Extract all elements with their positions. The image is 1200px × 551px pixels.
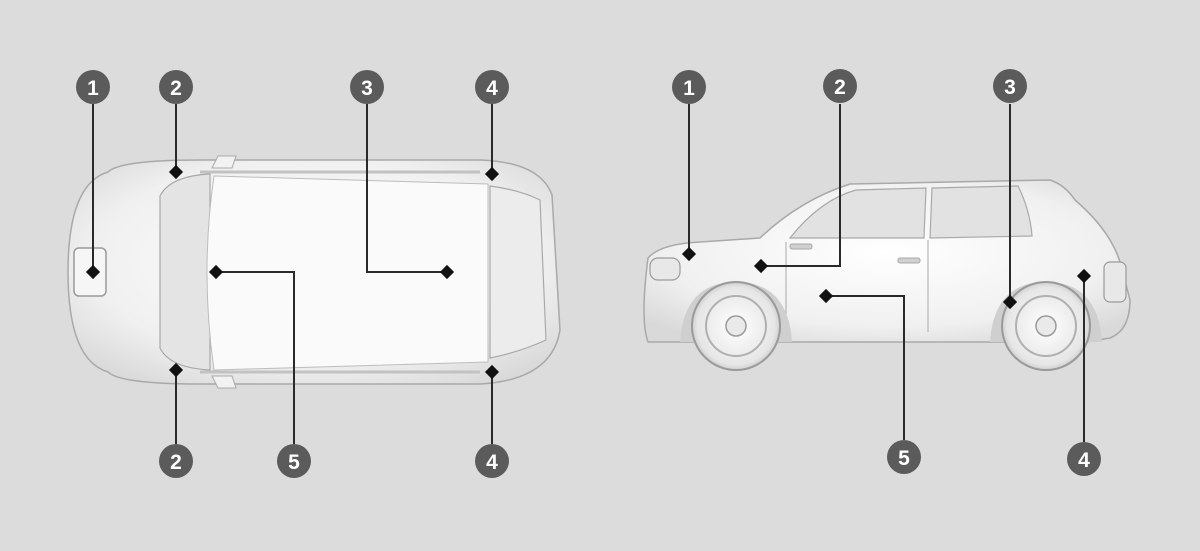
- svg-text:4: 4: [1078, 449, 1090, 472]
- callout-side-2: 2: [823, 69, 857, 103]
- callout-top-3: 3: [350, 70, 384, 104]
- top-windshield: [159, 173, 211, 371]
- side-door-handle-rear: [897, 257, 921, 264]
- svg-text:4: 4: [486, 77, 498, 100]
- car-top-view: [67, 155, 561, 389]
- svg-text:2: 2: [834, 76, 846, 99]
- svg-text:5: 5: [898, 447, 910, 470]
- svg-text:3: 3: [361, 77, 373, 100]
- leader-lines: [92, 104, 1085, 444]
- callout-top-2-upper: 2: [159, 70, 193, 104]
- callout-top-2-lower: 2: [159, 444, 193, 478]
- svg-text:2: 2: [170, 451, 182, 474]
- side-headlight: [649, 257, 681, 281]
- callout-side-3: 3: [993, 69, 1027, 103]
- leader-side-2: [761, 104, 841, 267]
- callout-badges: 1 2 3 4 2 5 4 1: [76, 69, 1101, 478]
- marker-top-3: [439, 264, 455, 280]
- marker-top-4-upper: [484, 166, 500, 182]
- side-rear-lamp: [1103, 261, 1127, 303]
- svg-text:3: 3: [1004, 76, 1016, 99]
- marker-side-3: [1002, 294, 1018, 310]
- side-window-front: [788, 187, 927, 239]
- callout-side-1: 1: [672, 70, 706, 104]
- top-roof: [206, 175, 489, 371]
- marker-side-4: [1076, 268, 1092, 284]
- callout-top-1: 1: [76, 70, 110, 104]
- callout-top-4-lower: 4: [475, 444, 509, 478]
- markers: [85, 164, 1092, 380]
- svg-text:2: 2: [170, 77, 182, 100]
- marker-side-2: [753, 258, 769, 274]
- svg-text:5: 5: [288, 451, 300, 474]
- side-door-handle-front: [789, 243, 813, 250]
- leader-top-5: [216, 271, 295, 444]
- marker-side-5: [818, 288, 834, 304]
- marker-top-1: [85, 264, 101, 280]
- marker-top-2-upper: [168, 164, 184, 180]
- top-rear-hatch: [489, 185, 547, 359]
- marker-top-4-lower: [484, 364, 500, 380]
- marker-side-1: [681, 246, 697, 262]
- callout-side-5: 5: [887, 440, 921, 474]
- leader-side-5: [826, 295, 905, 440]
- svg-text:1: 1: [683, 77, 695, 100]
- callout-top-5: 5: [277, 444, 311, 478]
- top-mirror-left: [211, 155, 237, 169]
- top-mirror-right: [211, 375, 237, 389]
- side-wheel-front: [691, 281, 781, 371]
- car-side-view: [643, 179, 1131, 371]
- marker-top-2-lower: [168, 362, 184, 378]
- side-window-rear: [929, 185, 1033, 239]
- callout-side-4: 4: [1067, 442, 1101, 476]
- svg-text:1: 1: [87, 77, 99, 100]
- callout-top-4-upper: 4: [475, 70, 509, 104]
- side-wheel-rear: [1001, 281, 1091, 371]
- svg-text:4: 4: [486, 451, 498, 474]
- marker-top-5: [208, 264, 224, 280]
- leader-top-3: [366, 104, 447, 273]
